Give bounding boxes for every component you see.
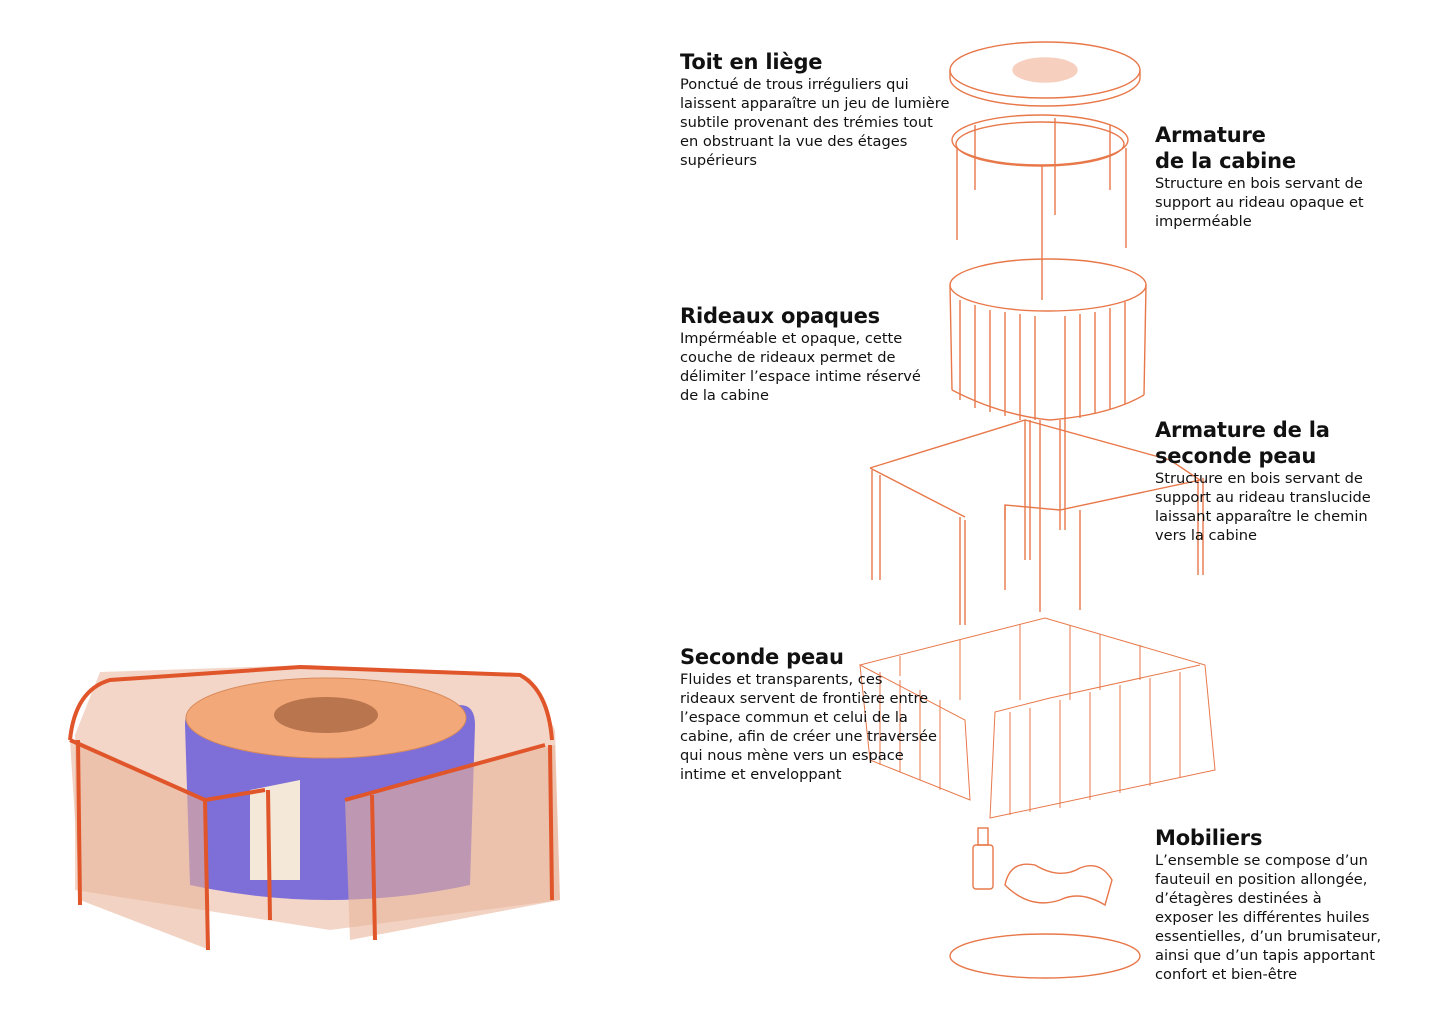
render-roof-holes <box>274 697 378 733</box>
label-opaque-curtains: Rideaux opaques Impérméable et opaque, c… <box>680 303 921 405</box>
diagram-opaque-curtains <box>949 258 1147 421</box>
label-second-skin-frame: Armature de la seconde peau Structure en… <box>1155 417 1371 545</box>
label-title: Armature de la seconde peau <box>1155 418 1330 468</box>
label-second-skin: Seconde peau Fluides et transparents, ce… <box>680 644 937 784</box>
label-body: L’ensemble se compose d’un fauteuil en p… <box>1155 852 1382 983</box>
label-title: Toit en liège <box>680 50 823 74</box>
label-title: Rideaux opaques <box>680 304 880 328</box>
label-cork-roof: Toit en liège Ponctué de trous irrégulie… <box>680 49 949 170</box>
label-body: Impérméable et opaque, cette couche de r… <box>680 330 921 404</box>
render-front-sheer-curtain <box>70 740 560 950</box>
label-body: Ponctué de trous irréguliers qui laissen… <box>680 76 950 169</box>
diagram-second-skin-frame <box>869 419 1204 625</box>
label-title: Armature de la cabine <box>1155 123 1296 173</box>
label-title: Mobiliers <box>1155 826 1263 850</box>
diagram-furniture <box>972 827 1113 907</box>
diagram-cork-roof <box>949 41 1141 107</box>
label-body: Structure en bois servant de support au … <box>1155 470 1371 544</box>
label-furniture: Mobiliers L’ensemble se compose d’un fau… <box>1155 825 1381 984</box>
label-title: Seconde peau <box>680 645 844 669</box>
diagram-second-skin-curtain <box>859 617 1216 819</box>
label-body: Fluides et transparents, ces rideaux ser… <box>680 671 937 783</box>
label-body: Structure en bois servant de support au … <box>1155 175 1364 230</box>
diagram-cabin-frame <box>951 114 1129 300</box>
label-cabin-frame: Armature de la cabine Structure en bois … <box>1155 122 1364 231</box>
diagram-carpet <box>949 933 1141 979</box>
render-frame <box>68 664 554 951</box>
